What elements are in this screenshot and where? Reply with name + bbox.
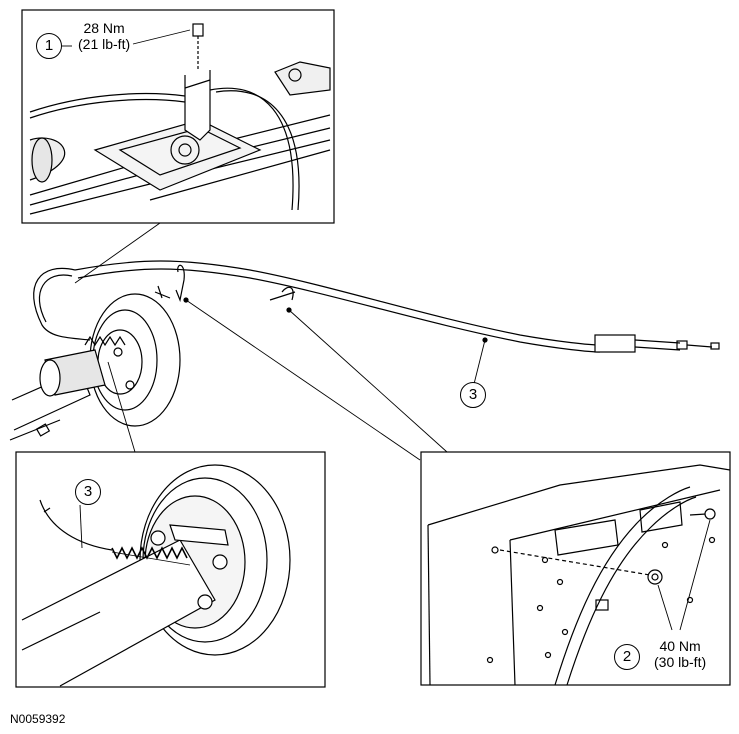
detail-panel-top [21, 9, 335, 224]
callout-3-main: 3 [460, 382, 486, 408]
callout-2: 2 [614, 644, 640, 670]
main-assembly [9, 222, 720, 461]
callout-3-detail: 3 [75, 479, 101, 505]
torque-spec-2-value: 40 Nm [659, 638, 701, 654]
torque-spec-1-alt: (21 lb-ft) [78, 36, 131, 52]
torque-spec-1: 28 Nm (21 lb-ft) [78, 20, 130, 52]
detail-panel-bottom-right [420, 451, 731, 686]
torque-spec-2: 40 Nm (30 lb-ft) [654, 638, 706, 670]
torque-spec-2-alt: (30 lb-ft) [654, 654, 707, 670]
figure-id: N0059392 [10, 712, 66, 726]
detail-panel-bottom-left [15, 451, 326, 688]
torque-spec-1-value: 28 Nm [83, 20, 125, 36]
callout-1: 1 [36, 33, 62, 59]
